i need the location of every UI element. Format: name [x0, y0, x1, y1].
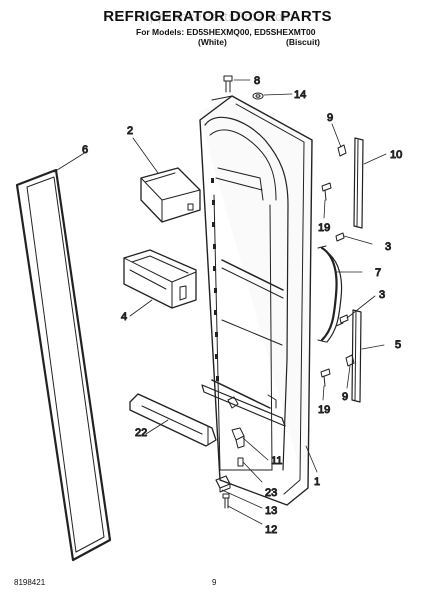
- callout-22: 22: [135, 427, 147, 439]
- callout-3-upper: 3: [385, 241, 391, 253]
- bottom-hinge-bushing: [231, 427, 245, 449]
- door-handle: [317, 245, 343, 343]
- screw-lower: [320, 368, 331, 387]
- door-gasket: [15, 168, 112, 562]
- door-liner: [198, 95, 313, 506]
- callout-13: 13: [265, 505, 277, 517]
- handle-screw-upper: [335, 232, 345, 242]
- callout-2: 2: [127, 125, 133, 137]
- variant-white-label: (White): [198, 37, 227, 47]
- bottom-door-bin: [129, 393, 217, 447]
- page-title: REFRIGERATOR DOOR PARTS: [103, 8, 332, 25]
- handle-clip-lower: [345, 354, 355, 367]
- callout-1: 1: [314, 476, 320, 488]
- handle-screw-lower: [335, 314, 349, 327]
- handle-trim-lower: [351, 309, 362, 403]
- callout-12: 12: [265, 524, 277, 536]
- hinge-bracket: [215, 475, 231, 493]
- shelf-peg-holes: [211, 178, 219, 381]
- callout-9-lower: 9: [342, 391, 348, 403]
- callout-19-upper: 19: [318, 222, 330, 234]
- callout-5: 5: [395, 339, 401, 351]
- handle-trim-upper: [353, 137, 364, 229]
- callout-8: 8: [254, 75, 260, 87]
- callout-7: 7: [375, 267, 381, 279]
- page-number: 9: [212, 578, 217, 587]
- dairy-door: [140, 167, 201, 223]
- callout-10: 10: [390, 149, 402, 161]
- document-number: 8198421: [14, 578, 46, 587]
- callout-14: 14: [294, 89, 306, 101]
- top-hinge-screw: [223, 75, 233, 93]
- screw-upper: [321, 182, 332, 201]
- callout-9-upper: 9: [327, 112, 333, 124]
- variant-biscuit-label: (Biscuit): [286, 37, 320, 47]
- callout-23: 23: [265, 487, 277, 499]
- callout-19-lower: 19: [318, 404, 330, 416]
- watermark: AppliancePartsPros.com: [140, 9, 295, 24]
- callout-6: 6: [82, 144, 88, 156]
- callout-4: 4: [121, 311, 127, 323]
- door-shelf-bin: [123, 249, 197, 309]
- callout-11: 11: [271, 455, 282, 467]
- callout-numbers: 8 14 9 10 2 6 19 3 7 3 4 5 9 19 22 11 23…: [82, 75, 403, 537]
- leader-lines: [53, 79, 387, 525]
- hinge-washer: [252, 92, 264, 100]
- hinge-pin: [237, 457, 244, 467]
- model-list: For Models: ED5SHEXMQ00, ED5SHEXMT00: [136, 27, 316, 37]
- callout-3-lower: 3: [379, 289, 385, 301]
- handle-clip-upper: [337, 144, 347, 157]
